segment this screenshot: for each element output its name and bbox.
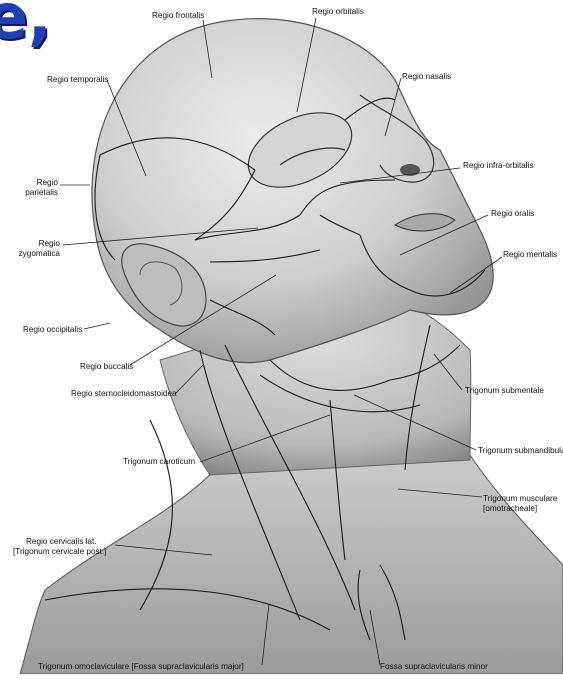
label-regio-cervicalis-lat-1: Regio cervicalis lat. (26, 537, 97, 547)
label-regio-infra-orbitalis: Regio infra-orbitalis (463, 161, 534, 171)
label-fossa-supraclavicularis-minor: Fossa supraclavicularis minor (380, 662, 488, 672)
label-regio-cervicalis-lat-2: [Trigonum cervicale post.] (13, 547, 106, 557)
label-regio-zygomatica-2: zygomatica (6, 249, 60, 259)
chest-shape (20, 455, 563, 674)
label-regio-parietalis-2: parietalis (12, 188, 58, 198)
label-trigonum-musculare-2: [omotracheale] (483, 504, 537, 514)
label-regio-occipitalis: Regio occipitalis (23, 325, 82, 335)
label-regio-zygomatica-1: Regio (20, 239, 60, 249)
label-regio-sternocleidomastoidea: Regio sternocleidomastoidea (71, 389, 177, 399)
label-trigonum-submandibulare: Trigonum submandibulare (478, 446, 563, 456)
label-regio-parietalis-1: Regio (18, 178, 58, 188)
label-regio-orbitalis: Regio orbitalis (312, 7, 364, 17)
label-regio-temporalis: Regio temporalis (47, 75, 108, 85)
label-trigonum-omoclaviculare: Trigonum omoclaviculare [Fossa supraclav… (38, 662, 244, 672)
label-regio-frontalis: Regio frontalis (152, 11, 204, 21)
label-trigonum-caroticum: Trigonum caroticum (123, 457, 195, 467)
label-regio-buccalis: Regio buccalis (80, 362, 133, 372)
label-trigonum-submentale: Trigonum submentale (465, 386, 544, 396)
label-trigonum-musculare-1: Trigonum musculare (483, 494, 557, 504)
label-regio-oralis: Regio oralis (491, 209, 534, 219)
partial-heading-fragment: e, (0, 0, 52, 48)
label-regio-mentalis: Regio mentalis (503, 250, 557, 260)
label-regio-nasalis: Regio nasalis (402, 72, 451, 82)
